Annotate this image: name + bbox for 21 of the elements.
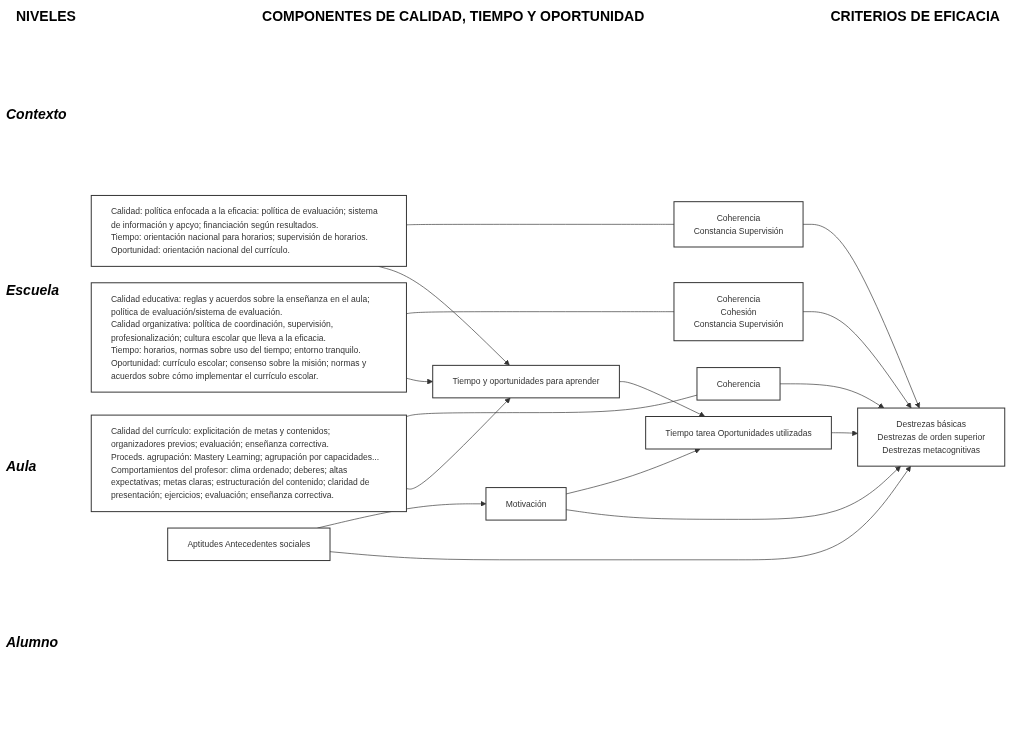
node-box: Calidad del currículo: explicitación de metas y contenidos; organizadores previos; evaluación; enseñanza correctiva. Proceds. agrupación: Mastery Learning; agrupación por capacidades... Comportamientos del profesor: clima ordenado; deberes; altas expectativas; metas claras; estructuración del contenido; claridad de presentación; ejercicios; evaluación; enseñanza correctiva. [90,414,407,513]
level-label: Contexto [6,106,68,122]
column-heading: COMPONENTES DE CALIDAD, TIEMPO Y OPORTUNIDAD [262,8,645,24]
node-box: Calidad educativa: reglas y acuerdos sobre la enseñanza en el aula; política de evaluación/sistema de evaluación. Calidad organizativa: política de coordinación, supervisión, profesionalización; cultura escolar que lleva a la eficacia. Tiempo: horarios, normas sobre uso del tiempo; entorno tranquilo. Oportunidad: currículo escolar; consenso sobre la misión; normas y acuerdos sobre cómo implementar el currículo escolar. [90,282,407,393]
connector [406,394,698,417]
level-label: Alumno [6,634,60,650]
node-box: Coherencia Constancia Supervisión [673,201,804,248]
column-heading: CRITERIOS DE EFICACIA [830,8,1000,24]
column-heading: NIVELES [16,8,76,24]
node-box: Motivación [485,487,567,521]
node-box: Aptitudes Antecedentes sociales [167,527,331,562]
node-box: Tiempo y oportunidades para aprender [432,364,620,399]
node-box: Coherencia [696,367,781,401]
level-label: Escuela [6,282,60,298]
connector [406,224,675,226]
connector [406,311,675,314]
node-box: Tiempo tarea Oportunidades utilizadas [645,416,832,450]
level-label: Aula [6,458,38,474]
node-box: Coherencia Cohesión Constancia Supervisión [673,282,804,342]
node-box: Destrezas básicas Destrezas de orden superior Destrezas metacognitivas [857,407,1006,467]
node-box: Calidad: política enfocada a la eficacia: política de evaluación; sistema de información y apcyo; financiación según resultados. Tiempo: orientación nacional para horarios; supervisión de horarios. Oportunidad: orientación nacional del currículo. [90,194,407,267]
